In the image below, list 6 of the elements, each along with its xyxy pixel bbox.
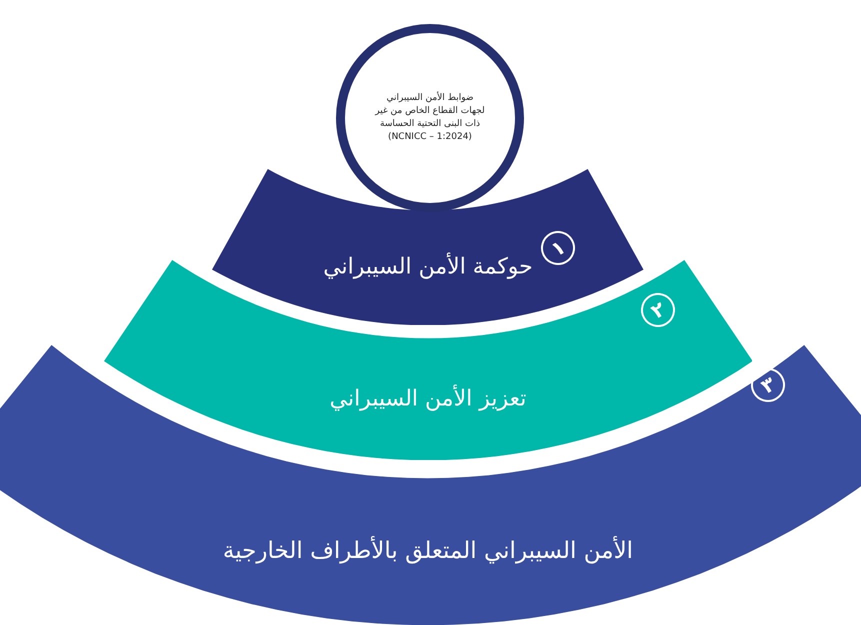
band-label: حوكمة الأمن السيبراني <box>323 254 533 280</box>
arc-band <box>212 168 644 325</box>
band-label: تعزيز الأمن السيبراني <box>330 386 526 412</box>
arc-band <box>0 344 861 625</box>
title-text: ضوابط الأمن السيبراني لجهات القطاع الخاص من غير ذات البنى التحتية الحساسة (NCNICC – 1:2024) <box>375 92 485 144</box>
band-label: الأمن السيبراني المتعلق بالأطراف الخارجية <box>222 538 634 564</box>
